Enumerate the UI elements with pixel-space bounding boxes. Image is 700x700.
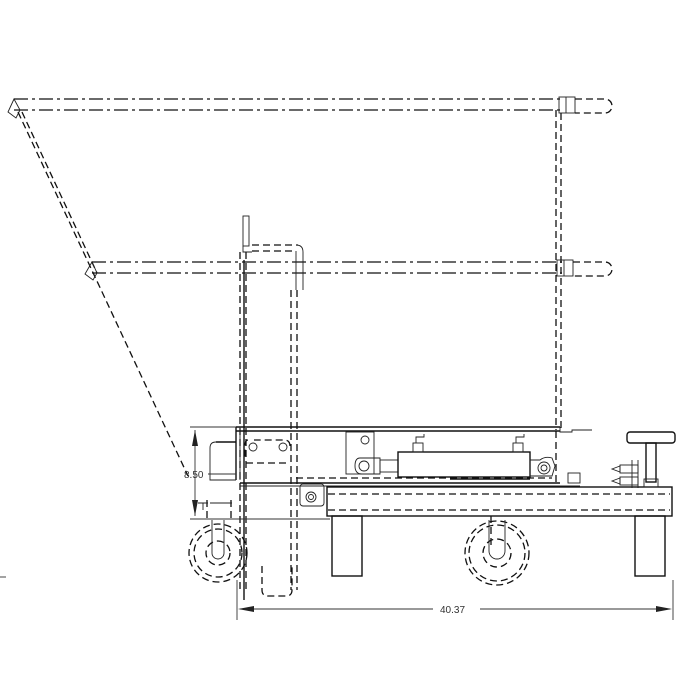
hydraulic-cylinder xyxy=(345,431,581,484)
pump-handle xyxy=(610,431,676,488)
dimension-height: 8.50 xyxy=(184,426,330,520)
legs xyxy=(331,515,666,577)
front-caster xyxy=(188,500,248,583)
dimension-length: 40.37 xyxy=(236,580,674,620)
chassis-beam xyxy=(326,486,673,517)
hopper-outline xyxy=(7,96,613,477)
latch-post xyxy=(239,215,304,600)
saddle-frame xyxy=(209,426,592,487)
rear-pivot xyxy=(299,483,325,507)
rear-caster xyxy=(464,516,530,586)
dimension-label-height: 8.50 xyxy=(184,470,204,481)
dimension-label-length: 40.37 xyxy=(440,605,465,616)
